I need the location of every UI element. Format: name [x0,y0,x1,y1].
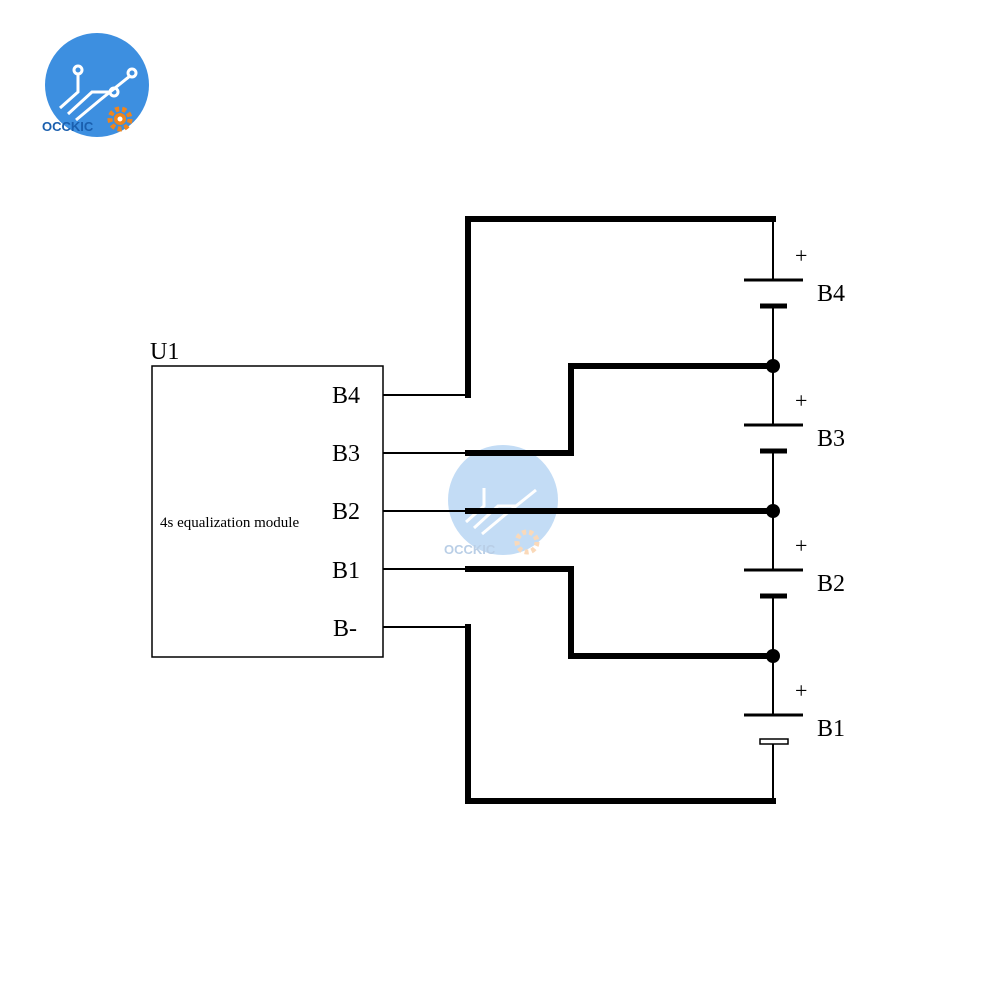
brand-logo: OCCKIC [42,33,149,137]
battery-label-b1: B1 [817,716,845,742]
battery-label-b2: B2 [817,571,845,597]
module-u1: U1 4s equalization module B4 B3 B2 B1 B- [150,339,384,658]
battery-polarity: + [795,678,807,703]
wire-bminus [465,624,776,804]
wiring [383,216,780,804]
module-label: U1 [150,339,179,365]
battery-polarity: + [795,243,807,268]
svg-text:OCCKIC: OCCKIC [444,542,496,557]
junction-dot [766,359,780,373]
pin-label-bminus: B- [333,616,357,642]
wire-b3 [465,363,776,456]
battery-polarity: + [795,388,807,413]
wire-b4 [465,216,776,398]
circuit-trace-icon [59,64,138,122]
pin-label-b2: B2 [332,499,360,525]
pin-label-b3: B3 [332,441,360,467]
battery-b1: + B1 [744,678,845,745]
wire-b1 [465,566,776,659]
battery-label-b4: B4 [817,281,845,307]
pin-label-b4: B4 [332,383,360,409]
watermark-logo: OCCKIC [444,445,558,557]
battery-b4: + B4 [744,243,845,309]
battery-polarity: + [795,533,807,558]
logo-brand-text: OCCKIC [42,119,94,134]
battery-b2: + B2 [744,533,845,599]
battery-b3: + B3 [744,388,845,454]
junction-dot [766,649,780,663]
junction-dot [766,504,780,518]
gear-icon [107,106,133,132]
pin-label-b1: B1 [332,558,360,584]
module-description: 4s equalization module [160,515,299,531]
battery-label-b3: B3 [817,426,845,452]
